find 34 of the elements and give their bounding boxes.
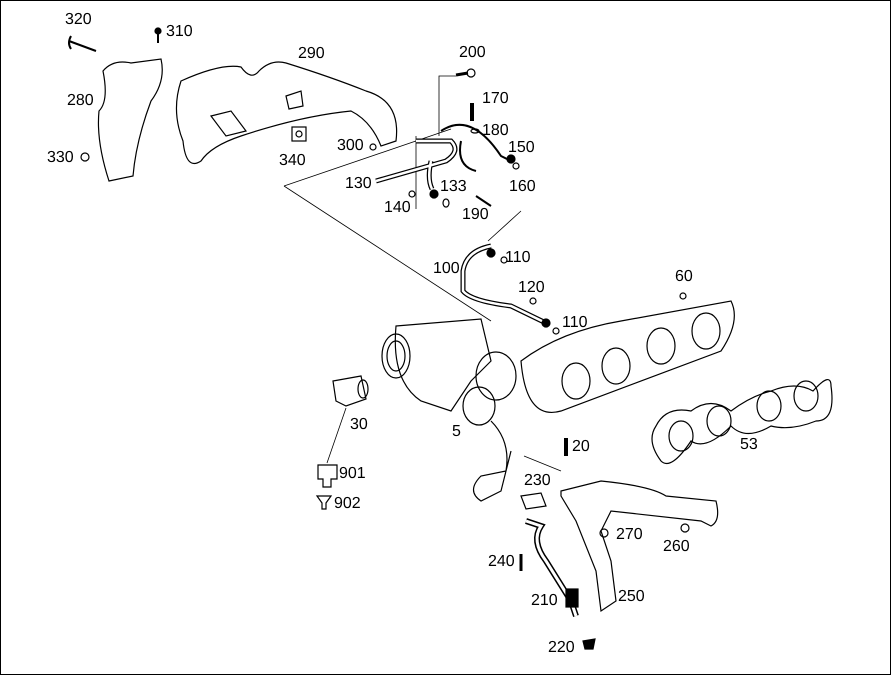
callout-number: 110 bbox=[505, 249, 531, 267]
callout-number: 230 bbox=[524, 472, 551, 490]
callout-number: 200 bbox=[459, 44, 486, 62]
callout-number: 210 bbox=[531, 592, 558, 610]
callout-number: 30 bbox=[350, 416, 368, 434]
callout-number: 160 bbox=[509, 178, 536, 196]
callout-number: 140 bbox=[384, 199, 411, 217]
callout-number: 133 bbox=[440, 178, 467, 196]
callout-number: 240 bbox=[488, 553, 515, 571]
callout-number: 340 bbox=[279, 152, 306, 170]
callout-number: 220 bbox=[548, 639, 575, 657]
callout-number: 300 bbox=[337, 137, 364, 155]
callout-number: 901 bbox=[339, 465, 366, 483]
callout-number: 150 bbox=[508, 139, 535, 157]
callout-number: 100 bbox=[433, 260, 460, 278]
callout-number: 180 bbox=[482, 122, 509, 140]
callout-number: 20 bbox=[572, 438, 590, 456]
callout-number: 120 bbox=[518, 279, 545, 297]
callout-number: 60 bbox=[675, 268, 693, 286]
callout-number: 53 bbox=[740, 436, 758, 454]
callout-number: 290 bbox=[298, 45, 325, 63]
callout-number: 320 bbox=[65, 11, 92, 29]
callout-number: 260 bbox=[663, 538, 690, 556]
callout-number: 310 bbox=[166, 23, 193, 41]
callout-number: 330 bbox=[47, 149, 74, 167]
callout-number: 170 bbox=[482, 90, 509, 108]
callout-number: 902 bbox=[334, 495, 361, 513]
callout-number: 110 bbox=[562, 314, 588, 332]
callout-number: 270 bbox=[616, 526, 643, 544]
callout-number: 5 bbox=[452, 423, 461, 441]
callout-number: 280 bbox=[67, 92, 94, 110]
callout-number: 130 bbox=[345, 175, 372, 193]
callout-number: 250 bbox=[618, 588, 645, 606]
callout-number: 190 bbox=[462, 206, 489, 224]
